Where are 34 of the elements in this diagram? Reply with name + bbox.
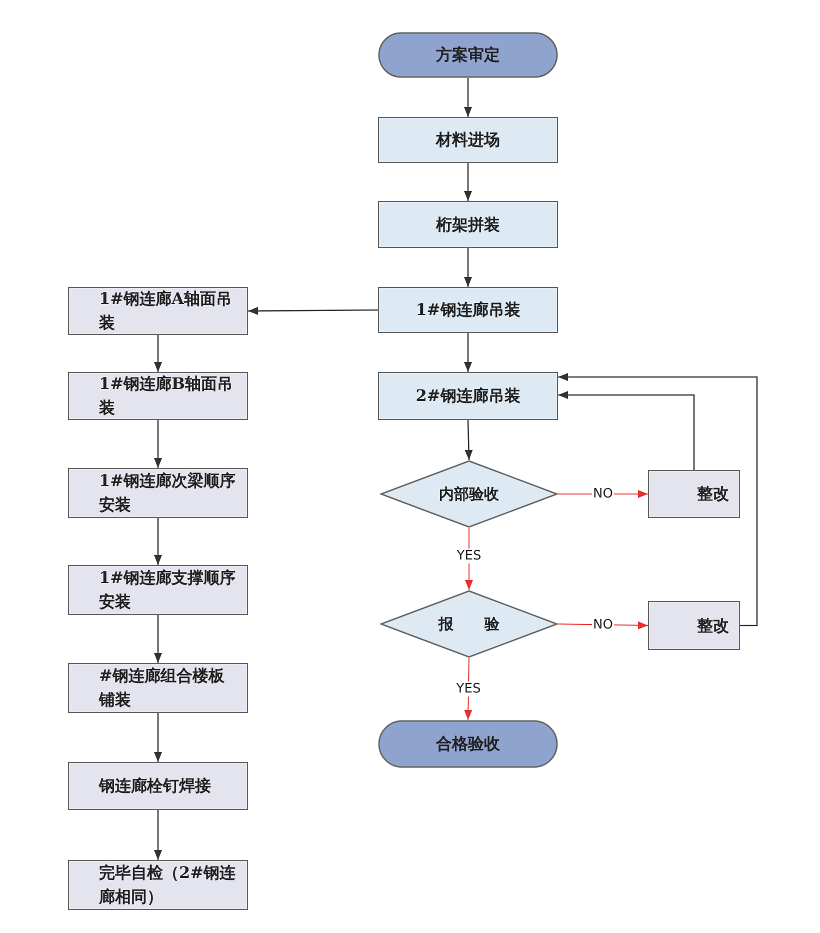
process-box: 完毕自检（2#钢连廊相同）: [68, 860, 248, 910]
process-box: 1#钢连廊支撑顺序安装: [68, 565, 248, 615]
arrow: [464, 163, 472, 201]
arrow: [154, 810, 162, 860]
arrow: [558, 373, 758, 626]
process-box: 2#钢连廊吊装: [378, 372, 558, 420]
arrow: [154, 713, 162, 762]
process-box: 桁架拼装: [378, 201, 558, 248]
process-box: 整改: [648, 470, 740, 518]
arrow: [464, 248, 472, 287]
arrow: [154, 518, 162, 565]
arrow: [154, 420, 162, 468]
arrow: [248, 306, 378, 315]
arrow: [558, 621, 648, 630]
process-box: 材料进场: [378, 117, 558, 163]
arrow: [154, 615, 162, 663]
arrow: [154, 335, 162, 372]
process-box: 1#钢连廊B轴面吊装: [68, 372, 248, 420]
process-box: 1#钢连廊次梁顺序安装: [68, 468, 248, 518]
terminal-text: 方案审定: [436, 44, 500, 66]
process-box: 整改: [648, 601, 740, 650]
decision-text: 内部验收: [439, 484, 499, 505]
process-box: 钢连廊栓钉焊接: [68, 762, 248, 810]
arrow: [464, 333, 472, 372]
arrow: [464, 420, 473, 460]
decision-text: 报 验: [438, 614, 500, 635]
process-box: #钢连廊组合楼板铺装: [68, 663, 248, 713]
terminal-text: 合格验收: [436, 733, 500, 755]
process-box: 1#钢连廊A轴面吊装: [68, 287, 248, 335]
process-box: 1#钢连廊吊装: [378, 287, 558, 333]
arrow: [464, 78, 472, 117]
edge-label: YES: [455, 682, 482, 696]
edge-label: YES: [456, 548, 482, 564]
arrow: [558, 391, 695, 470]
